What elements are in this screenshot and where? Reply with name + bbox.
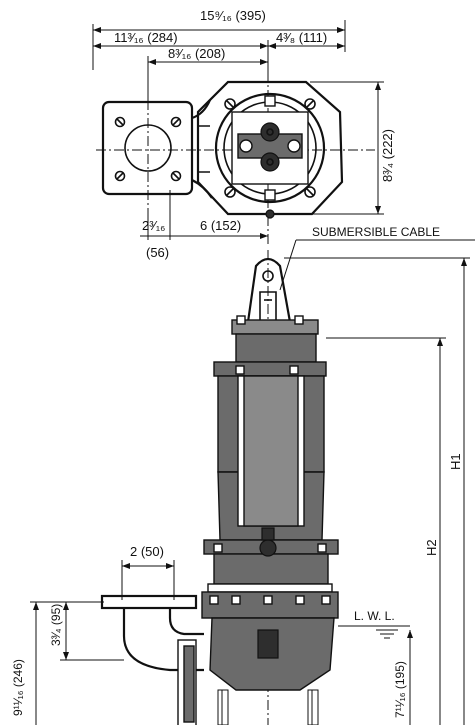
dim-center-to-edge: 4³⁄₈ (111) bbox=[276, 30, 327, 45]
cable-label: SUBMERSIBLE CABLE bbox=[312, 225, 440, 239]
dim-flange-offset-mm: (56) bbox=[146, 245, 169, 260]
dim-cable-offset: 6 (152) bbox=[200, 218, 241, 233]
dim-discharge-height: 3³⁄₄ (95) bbox=[49, 604, 63, 646]
dim-flange-to-center: 11³⁄₁₆ (284) bbox=[114, 30, 178, 45]
side-view bbox=[100, 250, 339, 725]
dim-body-diameter: 8³⁄₁₆ (208) bbox=[168, 46, 225, 61]
top-view bbox=[96, 72, 384, 246]
dim-body-depth: 8³⁄₄ (222) bbox=[380, 129, 395, 182]
dim-discharge-size: 2 (50) bbox=[130, 544, 164, 559]
dim-h1-label: H1 bbox=[448, 453, 463, 470]
dim-overall-width: 15⁹⁄₁₆ (395) bbox=[200, 8, 266, 23]
top-dimension-lines bbox=[92, 20, 346, 100]
dim-lwl-height: 7¹¹⁄₁₆ (195) bbox=[393, 661, 407, 718]
dim-h2-label: H2 bbox=[424, 539, 439, 556]
lwl-label: L. W. L. bbox=[354, 609, 395, 623]
dim-flange-offset: 2³⁄₁₆ bbox=[142, 218, 165, 233]
dim-outlet-height: 9¹¹⁄₁₆ (246) bbox=[11, 659, 25, 716]
discharge-flange-top bbox=[101, 100, 194, 196]
lifting-handle bbox=[246, 257, 292, 323]
